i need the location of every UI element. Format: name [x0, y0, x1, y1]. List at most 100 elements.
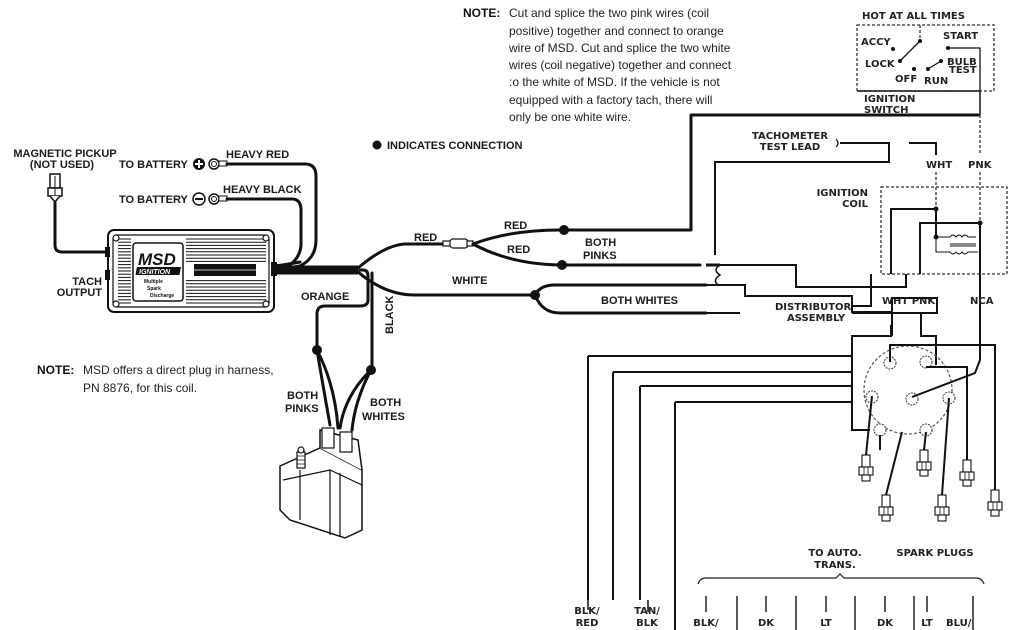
product-line: Discharge	[150, 293, 174, 299]
battery-positive-lead: TO BATTERY HEAVY RED	[119, 149, 318, 272]
top-note-line: wire of MSD. Cut and splice the two whit…	[508, 41, 731, 55]
top-note-line: only be one white wire.	[509, 110, 631, 124]
switch-position-run: RUN	[924, 76, 948, 87]
red-wire	[356, 242, 447, 270]
switch-position-off: OFF	[895, 74, 917, 85]
distributor-cap	[863, 345, 953, 435]
both-pinks-label: PINKS	[583, 250, 617, 262]
trans-bracket	[697, 573, 985, 585]
spark-plug-icon	[934, 494, 950, 522]
heavy-red-label: HEAVY RED	[226, 149, 289, 161]
white-lower-wire	[533, 293, 708, 315]
black-wire-label: BLACK	[384, 295, 396, 334]
top-note-line: equipped with a factory tach, there will	[509, 93, 712, 107]
pnk-label: PNK	[968, 160, 993, 171]
red-upper-wire	[471, 113, 980, 246]
top-note: NOTE: Cut and splice the two pink wires …	[463, 6, 732, 124]
connection-dot	[559, 225, 569, 235]
red-lower-label: RED	[507, 244, 530, 256]
orange-wire	[315, 268, 370, 350]
ignition-coil-drawing	[279, 427, 363, 539]
top-note-line: Cut and splice the two pink wires (coil	[509, 6, 709, 20]
to-auto-trans-label: TRANS.	[814, 560, 856, 571]
wht-pnk-label: WHT PNK	[882, 296, 936, 307]
top-note-line: wires (coil negative) together and conne…	[508, 58, 732, 72]
heavy-red-wire	[225, 162, 318, 272]
main-harness: RED RED RED BOTH PINKS WHITE BOTH WHITES…	[273, 113, 980, 432]
magnetic-pickup: MAGNETIC PICKUP (NOT USED)	[13, 148, 117, 254]
white-wire-label: WHITE	[452, 275, 487, 287]
distributor-post	[873, 423, 887, 437]
wire-label-dk: DK	[877, 618, 894, 629]
distributor-posts	[865, 355, 956, 437]
bulb-test-label: TEST	[949, 65, 977, 76]
distributor	[587, 313, 1003, 630]
top-note-line: positive) together and connect to orange	[509, 24, 724, 38]
heat-sink-fins	[118, 238, 266, 304]
mount-hole-icon	[262, 300, 270, 308]
spark-plug-icon	[878, 494, 894, 522]
connection-dot-icon	[372, 140, 382, 150]
connection-legend-label: INDICATES CONNECTION	[387, 140, 523, 152]
orange-wire-label: ORANGE	[301, 291, 349, 303]
coil-winding-icon	[935, 234, 978, 255]
bulb-test-label: BULB	[947, 57, 977, 68]
tach-test-lead-label: TEST LEAD	[760, 142, 820, 153]
spark-plugs	[858, 449, 1003, 522]
spark-plug-icon	[987, 489, 1003, 517]
wire-label-blu: BLU/	[946, 618, 972, 629]
factory-wiring: TACHOMETER TEST LEAD WHT PNK IGNITION CO…	[706, 115, 1008, 360]
product-line: Spark	[147, 286, 161, 292]
spark-plug-icon	[959, 459, 975, 487]
msd-logo-sub: IGNITION	[139, 269, 171, 276]
magnetic-pickup-sublabel: (NOT USED)	[30, 159, 95, 171]
tach-output-label: TACH	[72, 276, 102, 288]
minus-icon	[192, 192, 206, 206]
white-wire	[356, 270, 537, 297]
wire-label-tan-blk: BLK	[636, 618, 659, 629]
spark-plug-icon	[858, 454, 874, 482]
both-pinks-label: BOTH	[585, 237, 616, 249]
heavy-black-label: HEAVY BLACK	[223, 184, 301, 196]
mount-hole-icon	[112, 300, 120, 308]
white-upper-wire	[533, 283, 708, 297]
magnetic-pickup-label: MAGNETIC PICKUP	[13, 148, 116, 160]
both-whites-coil-label: WHITES	[362, 411, 405, 423]
bottom-labels: TO AUTO. TRANS. SPARK PLUGS BLK/ RED TAN…	[574, 548, 985, 630]
battery-negative-label: TO BATTERY	[119, 194, 189, 206]
plus-icon	[193, 158, 205, 170]
wire-label-tan-blk: TAN/	[634, 606, 660, 617]
mount-hole-icon	[112, 234, 120, 242]
left-note: NOTE: MSD offers a direct plug in harnes…	[37, 363, 274, 395]
wire-label-lt: LT	[921, 618, 933, 629]
both-whites-label: BOTH WHITES	[601, 295, 678, 307]
wire-label-blk: BLK/	[693, 618, 719, 629]
msd-ignition-box: MSD IGNITION Multiple Spark Discharge	[105, 229, 277, 313]
wire-label-blk-red: RED	[576, 618, 599, 629]
ignition-coil-label: IGNITION	[817, 188, 868, 199]
wire-label-blk-red: BLK/	[574, 606, 600, 617]
ignition-switch-title: SWITCH	[864, 105, 908, 116]
red-upper-label: RED	[504, 220, 527, 232]
pickup-wire	[53, 200, 110, 254]
ignition-switch-title: IGNITION	[864, 94, 915, 105]
mount-hole-icon	[262, 234, 270, 242]
spark-plugs-label: SPARK PLUGS	[896, 548, 973, 559]
red-wire-label: RED	[414, 232, 437, 244]
nca-label: NCA	[970, 296, 994, 307]
wire-label-lt: LT	[820, 618, 832, 629]
switch-position-accy: ACCY	[861, 37, 891, 48]
both-pinks-coil-label: BOTH	[287, 390, 318, 402]
wire-crossover-icon	[714, 264, 722, 286]
top-note-line: :o the white of MSD. If the vehicle is n…	[509, 75, 720, 89]
distributor-label: DISTRIBUTOR	[775, 302, 852, 313]
ignition-coil-label: COIL	[842, 199, 869, 210]
ignition-switch: HOT AT ALL TIMES ACCY LOCK OFF RUN START…	[856, 11, 995, 116]
switch-position-lock: LOCK	[865, 59, 896, 70]
coil-tower-icon	[296, 446, 306, 469]
switch-position-start: START	[943, 31, 978, 42]
msd-logo: MSD	[138, 250, 176, 269]
hot-at-all-times-label: HOT AT ALL TIMES	[862, 11, 965, 22]
spark-plug-icon	[916, 449, 932, 477]
top-note-heading: NOTE:	[463, 6, 500, 20]
